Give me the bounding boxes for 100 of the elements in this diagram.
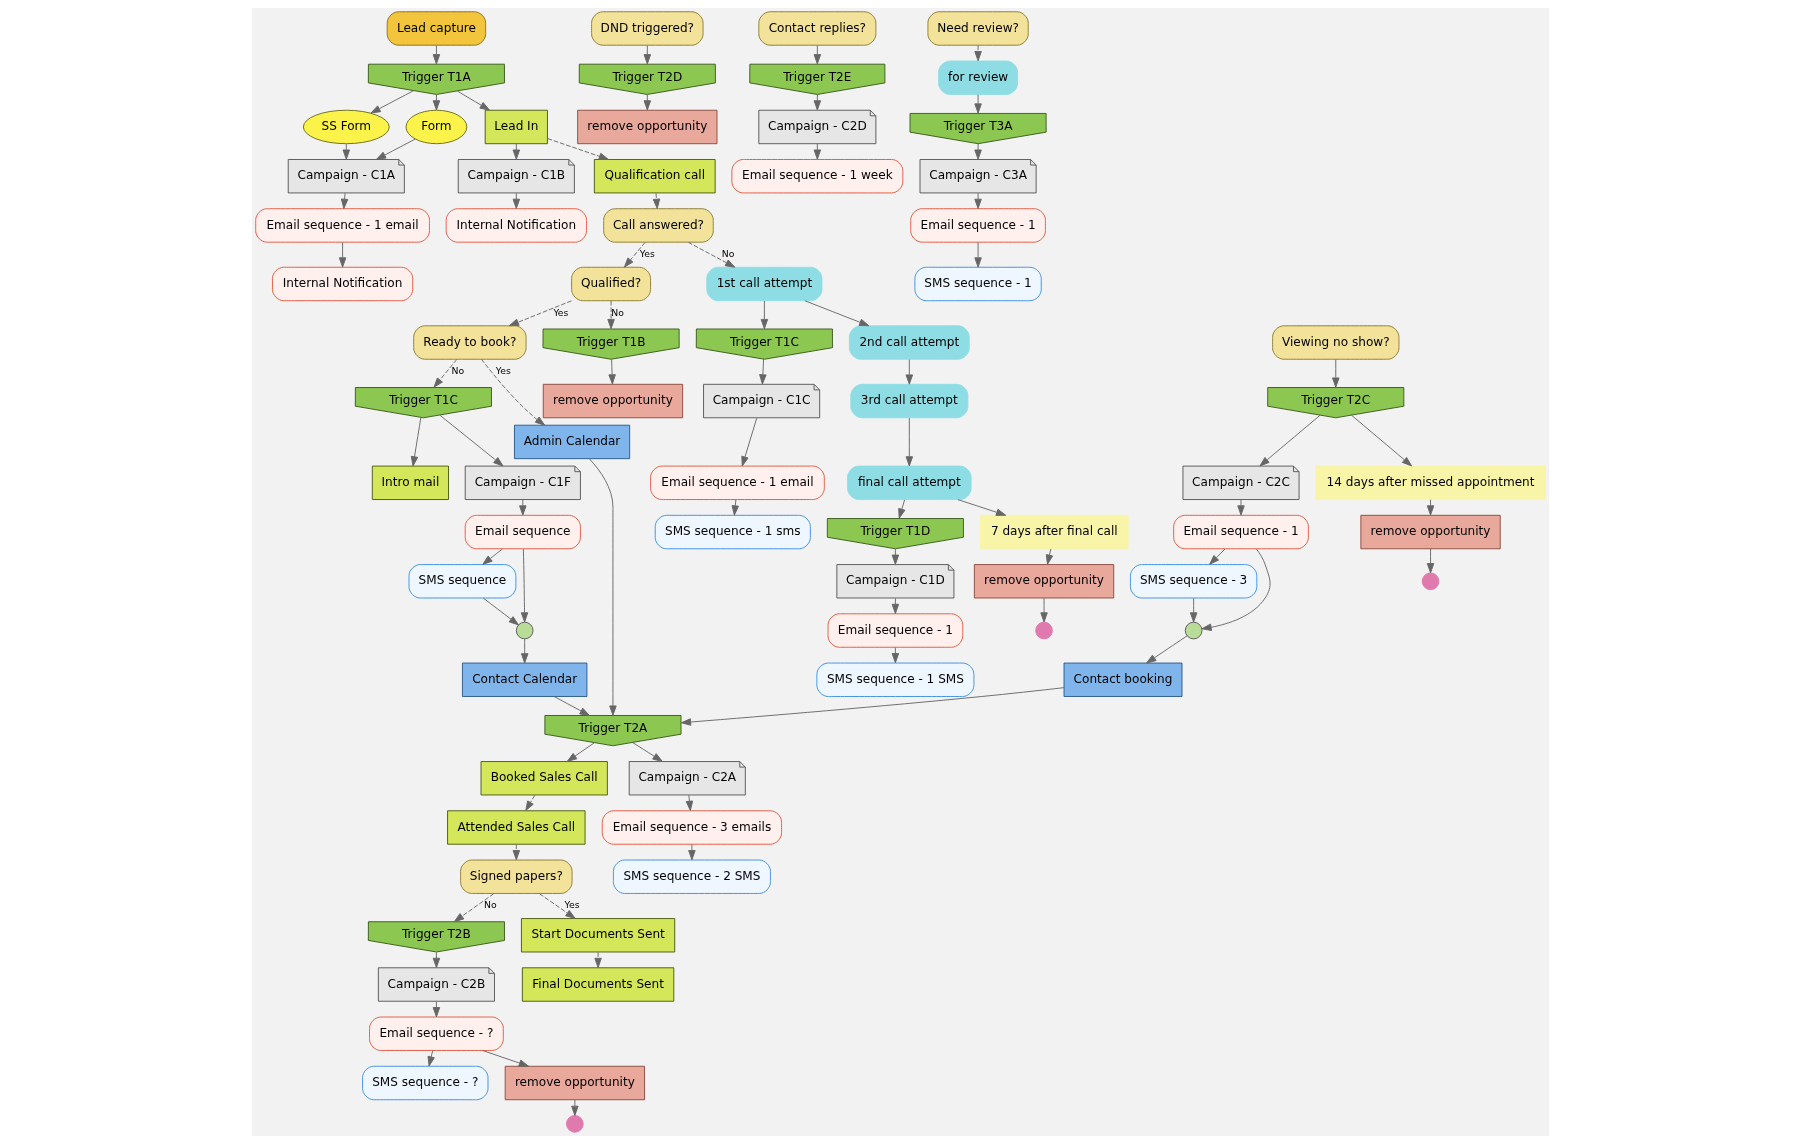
arrow [566, 742, 595, 762]
arrow [524, 794, 535, 811]
node-box: Ready to book? [412, 325, 527, 360]
arrow [758, 358, 767, 385]
node-ellipse: Form [405, 109, 467, 145]
node-circle [1421, 572, 1439, 591]
arrow [375, 138, 416, 160]
arrow [512, 192, 520, 209]
node-box: SMS sequence [408, 564, 516, 599]
arrow [438, 414, 503, 467]
node-box: for review [937, 60, 1018, 95]
edge-label: No [721, 248, 734, 260]
edge-label: Yes [495, 365, 511, 377]
arrow [1331, 359, 1339, 388]
node-box: SMS sequence - 1 [913, 266, 1042, 302]
node-box: Contact Calendar [461, 662, 587, 697]
node-box: 2nd call attempt [848, 325, 970, 360]
arrow [432, 951, 440, 969]
node-box: Contact booking [1063, 662, 1182, 697]
node-box: SMS sequence - 1 sms [654, 514, 811, 550]
arrow [508, 300, 572, 327]
arrow [432, 1001, 440, 1018]
arrow [520, 548, 528, 623]
node-box: remove opportunity [1359, 514, 1501, 550]
arrow [891, 597, 899, 615]
node-box: 14 days after missed appointment [1314, 465, 1546, 500]
node-box: Email sequence [464, 514, 581, 550]
arrow [1039, 597, 1048, 623]
arrow [338, 242, 346, 268]
arrow [973, 242, 982, 268]
node-box: SMS sequence - 2 SMS [612, 859, 771, 894]
arrow [456, 90, 490, 111]
arrow [340, 192, 348, 209]
arrow [1426, 548, 1434, 574]
node-box: Intro mail [371, 465, 449, 500]
arrow [481, 1050, 529, 1067]
node-box: DND triggered? [590, 11, 704, 46]
arrow [570, 1099, 579, 1116]
node-box: 3rd call attempt [849, 383, 968, 419]
node-box: remove opportunity [576, 109, 717, 145]
edge-label: Yes [552, 306, 568, 318]
node-box: Email sequence - 3 emails [601, 810, 782, 845]
arrow [973, 143, 982, 160]
arrow [606, 300, 615, 330]
node-box: Need review? [926, 11, 1029, 46]
node-box: Email sequence - 1 email [649, 465, 825, 500]
node-box: final call attempt [846, 465, 972, 500]
node-ellipse: SS Form [302, 109, 390, 145]
node-box: SMS sequence - 3 [1129, 564, 1257, 599]
arrow [1145, 635, 1188, 664]
arrow [973, 192, 982, 209]
edge-label: No [483, 899, 497, 911]
node-box: Admin Calendar [513, 424, 630, 460]
node-circle [515, 621, 533, 640]
node-box: Viewing no show? [1271, 325, 1399, 360]
node-box: SMS sequence - 1 SMS [815, 662, 974, 697]
arrow [1350, 414, 1412, 467]
arrow [520, 638, 528, 664]
arrow [512, 844, 520, 861]
node-circle [565, 1115, 584, 1133]
node-box: Final Documents Sent [521, 967, 674, 1002]
edge-label: No [450, 365, 464, 377]
node-box: Contact replies? [757, 11, 876, 46]
arrow [760, 300, 768, 330]
arrow [546, 138, 609, 160]
node-box: 7 days after final call [979, 514, 1129, 550]
node-box: Email sequence - ? [368, 1016, 504, 1051]
node-box: Attended Sales Call [446, 810, 586, 845]
arrow [433, 359, 457, 388]
node-box: Signed papers? [459, 859, 573, 894]
node-box: SMS sequence - ? [361, 1065, 488, 1101]
node-box: remove opportunity [973, 564, 1114, 599]
node-box: Booked Sales Call [480, 761, 608, 796]
arrow [607, 358, 616, 385]
node-box: Start Documents Sent [520, 918, 675, 953]
arrow [623, 242, 645, 268]
arrow [740, 417, 757, 467]
arrow [553, 696, 590, 716]
arrow [680, 687, 1064, 726]
arrow [593, 951, 602, 969]
edge-label: Yes [564, 899, 580, 911]
node-box: Email sequence - 1 [1172, 514, 1309, 550]
arrow [538, 893, 576, 919]
node-circle [1184, 621, 1202, 640]
arrow [957, 499, 1006, 516]
arrow [687, 844, 696, 861]
node-box: Lead capture [386, 11, 486, 46]
arrow [1189, 597, 1197, 623]
arrow [804, 300, 869, 327]
node-box: Qualification call [593, 159, 716, 194]
node-box: Email sequence - 1 [827, 613, 963, 648]
arrow [1236, 499, 1245, 516]
node-box: Qualified? [570, 266, 651, 302]
arrow [631, 742, 663, 762]
arrow [482, 597, 519, 626]
arrow [687, 241, 735, 268]
node-box: remove opportunity [542, 383, 683, 419]
arrow [481, 548, 503, 565]
node-box: Email sequence - 1 week [730, 159, 903, 194]
arrow [973, 94, 982, 114]
